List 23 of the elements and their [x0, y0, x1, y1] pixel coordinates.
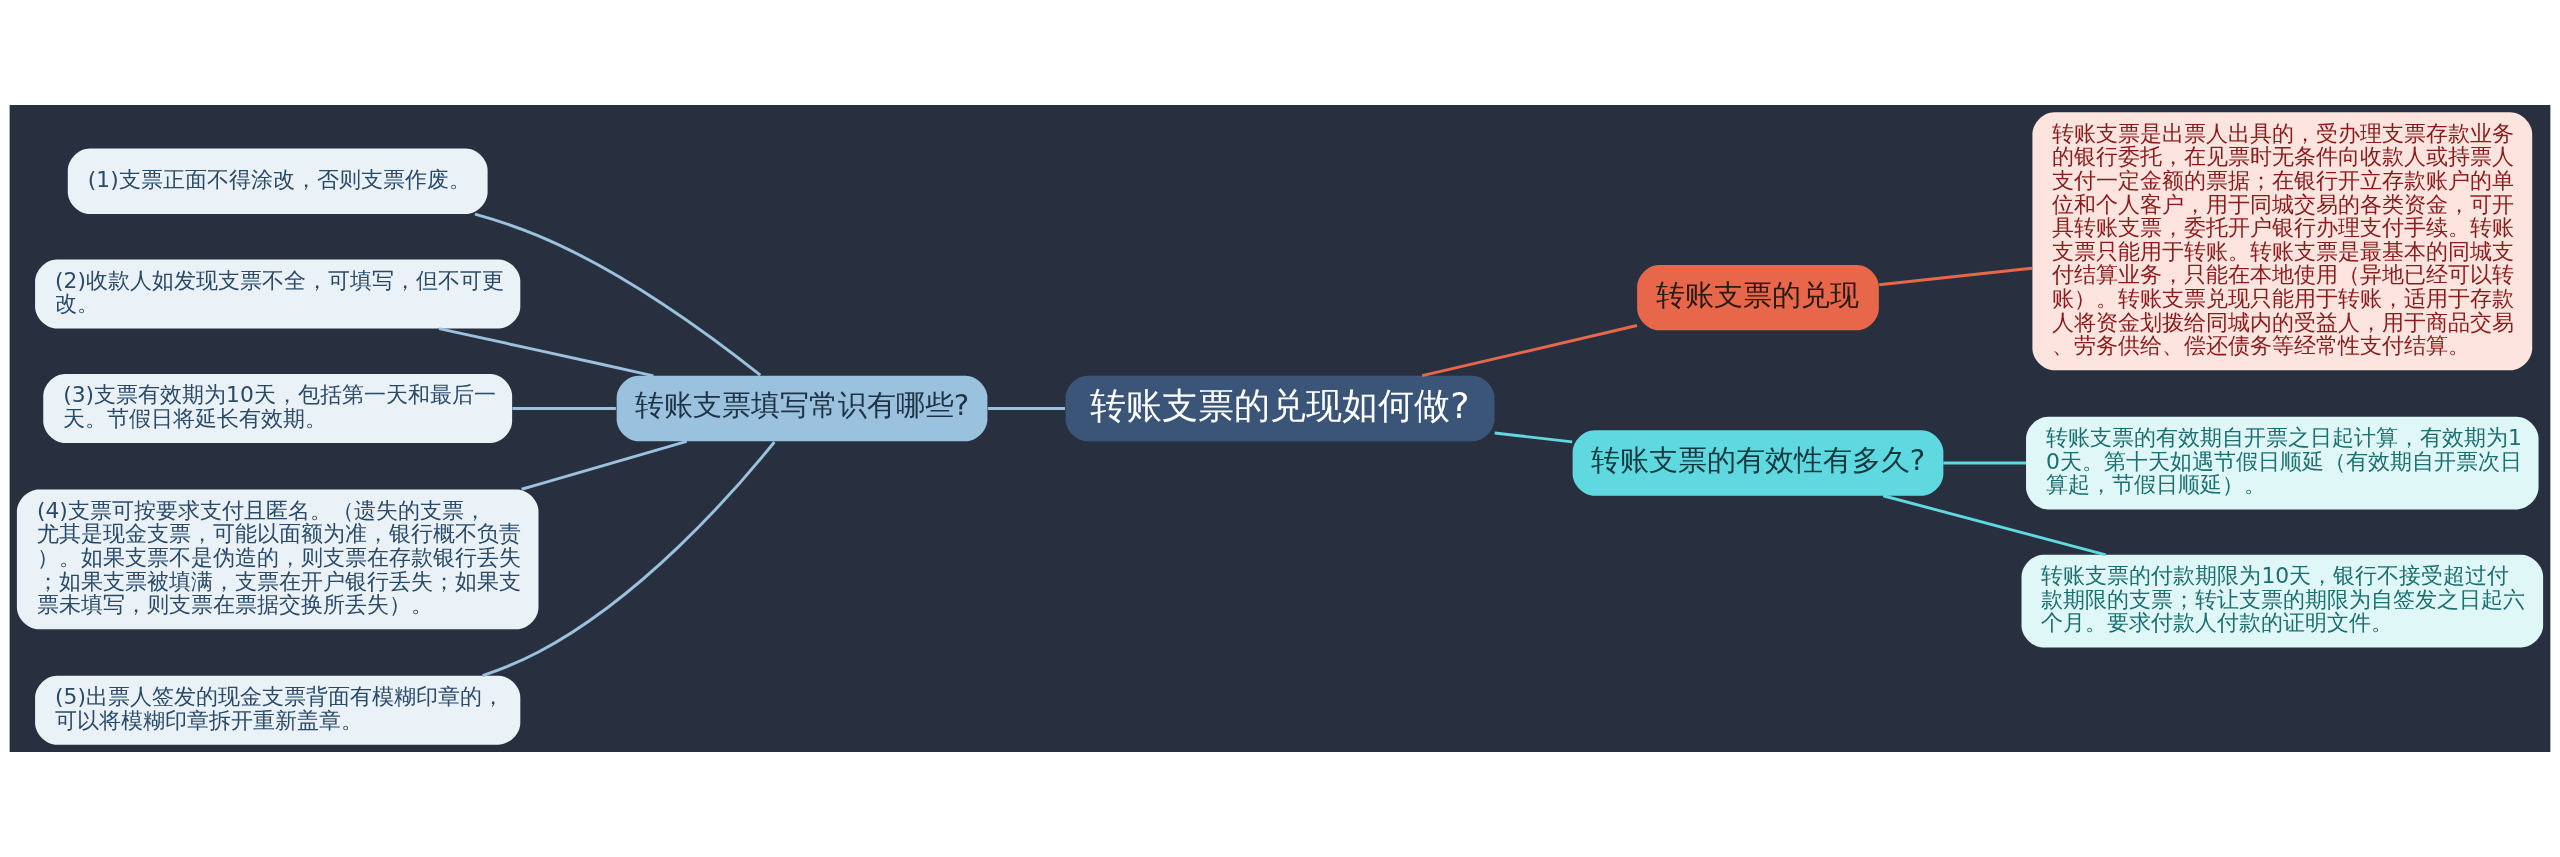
node-box: 转账支票的有效性有多久?: [1572, 430, 1944, 496]
connector: [1879, 266, 2033, 287]
connector: [474, 212, 762, 377]
connector: [987, 407, 1065, 410]
connector: [1882, 494, 2107, 557]
node-box: 转账支票是出票人出具的，受办理支票存款业务的银行委托，在见票时无条件向收款人或持票人支付一定金额的票据；在银行开立存款账户的单位和个人客户，用于同城交易的各类资金，可开具转账支票，委托开户银行办理支付手续。转账支票只能用于转账。转账支票是最基本的同城支付结算业务，只能在本地使用（异地已经可以转账）。转账支票兑现只能用于转账，适用于存款人将资金划拨给同城内的受益人，用于商品交易、劳务供给、偿还债务等经常性支付结算。: [2032, 112, 2533, 371]
node-box: 转账支票的兑现如何做?: [1065, 375, 1495, 442]
connector: [521, 440, 688, 491]
connector: [438, 327, 654, 378]
connector: [1494, 431, 1573, 444]
node-box: (2)收款人如发现支票不全，可填写，但不可更改。: [35, 259, 521, 329]
connector: [1943, 461, 2027, 465]
node-box: 转账支票的付款期限为10天，银行不接受超过付款期限的支票；转让支票的期限为自签发之日起六个月。要求付款人付款的证明文件。: [2021, 554, 2544, 648]
connector: [1421, 324, 1638, 378]
node-box: (5)出票人签发的现金支票背面有模糊印章的，可以将模糊印章拆开重新盖章。: [35, 675, 521, 745]
node-box: 转账支票的兑现: [1637, 264, 1879, 331]
node-box: 转账支票的有效期自开票之日起计算，有效期为10天。第十天如遇节假日顺延（有效期自开票次日算起，节假日顺延）。: [2026, 416, 2539, 510]
connector: [482, 441, 776, 677]
node-box: (1)支票正面不得涂改，否则支票作废。: [67, 148, 488, 215]
node-box: (4)支票可按要求支付且匿名。（遗失的支票，尤其是现金支票，可能以面额为准，银行概不负责）。如果支票不是伪造的，则支票在存款银行丢失；如果支票被填满，支票在开户银行丢失；如果支票未填写，则支票在票据交换所丢失）。: [16, 489, 539, 630]
node-box: (3)支票有效期为10天，包括第一天和最后一天。节假日将延长有效期。: [43, 374, 513, 444]
connector: [512, 407, 616, 410]
node-box: 转账支票填写常识有哪些?: [616, 375, 988, 442]
